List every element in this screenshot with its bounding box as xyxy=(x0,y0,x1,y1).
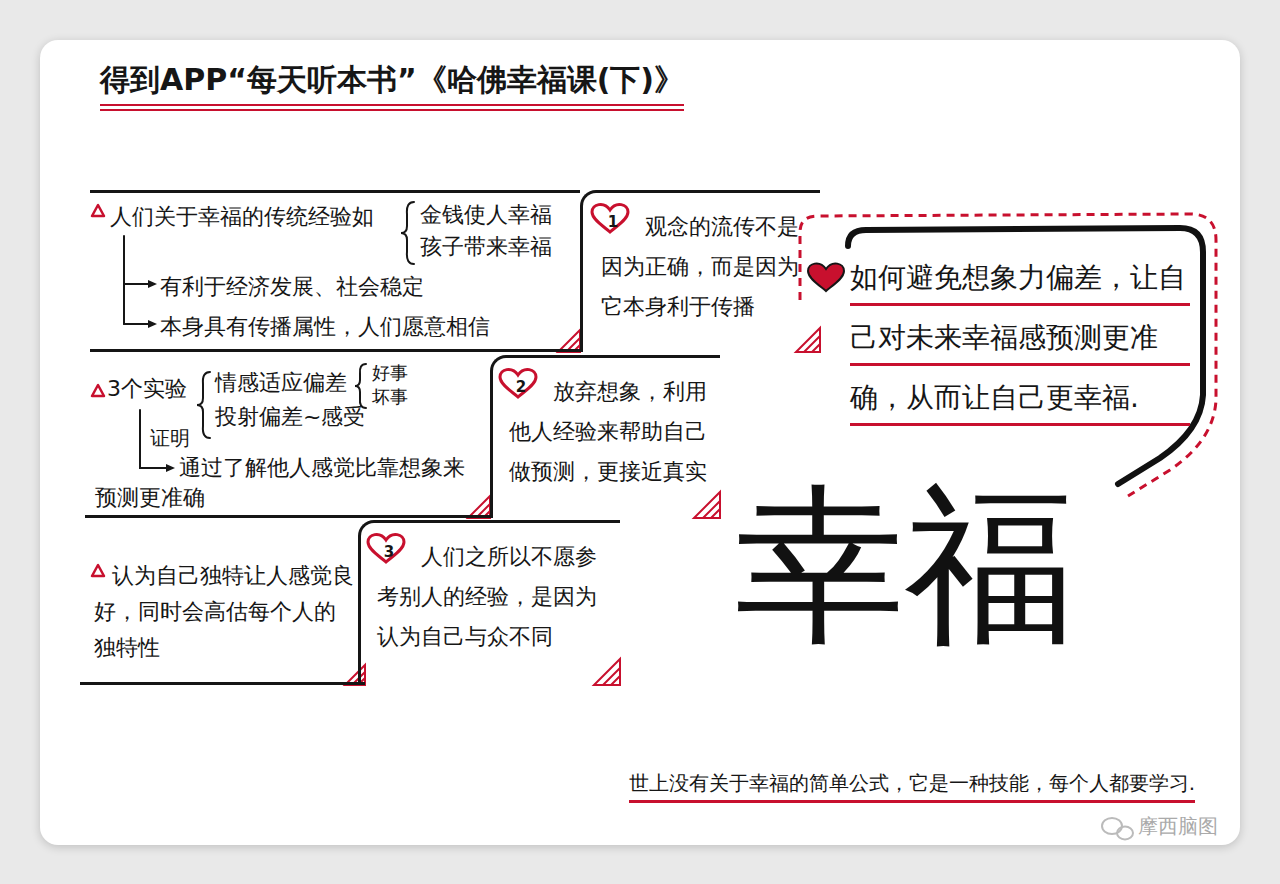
step-box: 2放弃想象，利用他人经验来帮助自己做预测，更接近真实 xyxy=(490,355,720,518)
note-text: 本身具有传播属性，人们愿意相信 xyxy=(160,313,490,342)
note-text: 情感适应偏差 xyxy=(215,369,347,398)
note-band: 3个实验情感适应偏差投射偏差~感受好事坏事证明通过了解他人感觉比靠想象来预测更准… xyxy=(85,355,490,518)
note-text: 如何避免想象力偏差，让自己对未来幸福感预测更准确，从而让自己更幸福. xyxy=(850,248,1190,428)
note-text: 通过了解他人感觉比靠想象来预测更准确 xyxy=(95,453,475,513)
heart-icon xyxy=(808,263,844,291)
bullet-triangles xyxy=(92,205,104,576)
note-text: 人们关于幸福的传统经验如 xyxy=(110,203,374,232)
note-band: 人们关于幸福的传统经验如 金钱使人幸福孩子带来幸福有利于经济发展、社会稳定本身具有… xyxy=(90,190,580,352)
note-text: 好事 xyxy=(372,361,408,384)
watermark: 摩西脑图 xyxy=(1138,816,1218,836)
note-text: 有利于经济发展、社会稳定 xyxy=(160,273,424,302)
caption: 世上没有关于幸福的简单公式，它是一种技能，每个人都要学习. xyxy=(629,770,1195,803)
note-text: 认为自己独特让人感觉良好，同时会高估每个人的独特性 xyxy=(94,558,356,666)
callout-number: 2 xyxy=(503,372,539,402)
note-text: 投射偏差~感受 xyxy=(215,403,365,432)
bubble-outline xyxy=(848,228,1203,484)
note-text: 观念的流传不是因为正确，而是因为它本身利于传播 xyxy=(601,207,815,327)
step-box: 3人们之所以不愿参考别人的经验，是因为认为自己与众不同 xyxy=(358,520,620,685)
note-text: 金钱使人幸福 xyxy=(420,201,552,230)
note-text: 证明 xyxy=(150,425,190,451)
note-text: 放弃想象，利用他人经验来帮助自己做预测，更接近真实 xyxy=(509,372,715,492)
note-band: 认为自己独特让人感觉良好，同时会高估每个人的独特性 xyxy=(80,520,365,685)
speech-bubble: 如何避免想象力偏差，让自己对未来幸福感预测更准确，从而让自己更幸福. xyxy=(800,240,1200,435)
title: 得到APP“每天听本书”《哈佛幸福课(下)》 xyxy=(100,60,684,111)
wechat-icon xyxy=(1102,818,1133,840)
note-text: 人们之所以不愿参考别人的经验，是因为认为自己与众不同 xyxy=(377,537,613,657)
note-text: 孩子带来幸福 xyxy=(420,233,552,262)
step-box: 1观念的流传不是因为正确，而是因为它本身利于传播 xyxy=(580,190,820,352)
bubble-dashed-outline xyxy=(800,214,1216,496)
note-text: 3个实验 xyxy=(107,375,187,404)
callout-number: 1 xyxy=(595,207,631,237)
note-text: 坏事 xyxy=(372,385,408,408)
illustration-text: 幸福 xyxy=(735,480,1075,650)
callout-number: 3 xyxy=(371,537,407,567)
